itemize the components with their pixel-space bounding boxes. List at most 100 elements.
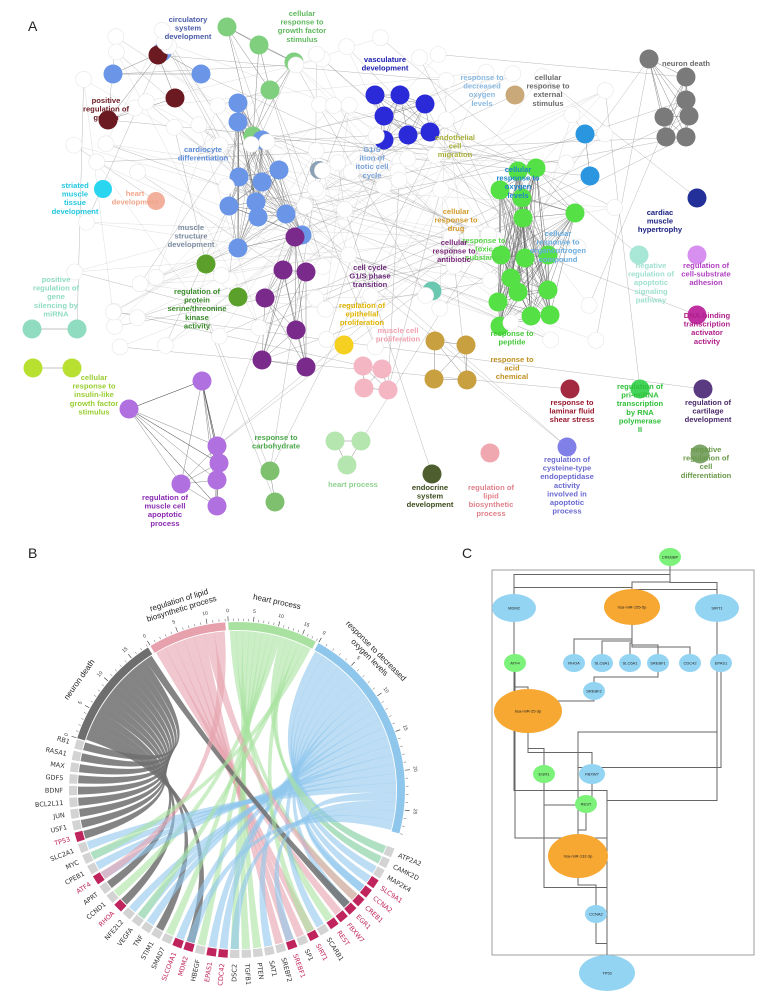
network-node-vasc	[398, 125, 418, 145]
regulatory-node-label: FBXW7	[585, 771, 600, 776]
tick-mark-minor	[389, 715, 392, 717]
tick-mark-minor	[402, 753, 405, 755]
regulatory-node-label: ATF4	[510, 660, 520, 665]
network-edge	[226, 26, 268, 143]
tick-mark-minor	[81, 718, 84, 720]
regulatory-node	[533, 765, 555, 783]
network-edge	[372, 72, 487, 320]
gene-label: TGFB1	[243, 962, 252, 985]
regulatory-node-label: SREBF2	[586, 688, 602, 693]
tick-mark-minor	[110, 674, 113, 677]
network-node-ccg1s	[255, 288, 275, 308]
panel-label-b: B	[28, 545, 38, 561]
tick-mark-minor	[381, 701, 384, 703]
network-edge	[114, 254, 502, 327]
regulatory-node-label: SREBF1	[650, 660, 666, 665]
regulatory-edge	[577, 663, 722, 856]
network-node-cmh	[687, 188, 707, 208]
network-node-mcp	[354, 378, 374, 398]
regulatory-node	[548, 834, 608, 878]
network-node-pgs	[67, 319, 87, 339]
network-edge	[365, 94, 516, 166]
tick-label: 15	[401, 724, 409, 732]
network-node-unlabeled	[364, 311, 381, 329]
gene-label: SREBF1	[291, 953, 307, 979]
gene-arc	[206, 947, 217, 957]
network-node-unlabeled	[338, 38, 355, 55]
network-node-unlabeled	[329, 154, 346, 171]
gene-arc	[82, 852, 94, 864]
chord-ribbon	[90, 645, 311, 860]
regulatory-node	[563, 654, 585, 672]
network-node-unlabeled	[375, 177, 393, 195]
network-node-crilgf	[23, 358, 43, 378]
cluster-label-heartproc: heart process	[328, 480, 378, 489]
network-edge	[226, 26, 254, 137]
gene-label: SREBF2	[279, 957, 293, 983]
network-node-dbt	[687, 305, 707, 325]
regulatory-node	[647, 654, 669, 672]
network-edge	[120, 266, 323, 348]
network-edge	[83, 79, 115, 327]
network-node-vasc	[390, 85, 410, 105]
network-edge	[237, 213, 287, 249]
network-node-neuron	[654, 107, 674, 127]
network-node-ccg1s	[252, 350, 272, 370]
network-edge	[295, 271, 307, 331]
network-edge	[164, 41, 334, 106]
tick-mark-minor	[114, 669, 117, 672]
network-node-nras	[629, 245, 649, 265]
gene-label: USF1	[50, 823, 68, 834]
gene-arc	[122, 907, 135, 920]
network-edge	[499, 189, 576, 214]
network-edge	[128, 408, 182, 485]
network-node-unlabeled	[557, 154, 575, 172]
chord-ribbon	[113, 635, 281, 897]
network-node-unlabeled	[596, 125, 614, 143]
gene-arc	[69, 797, 78, 808]
network-node-unlabeled	[399, 150, 416, 167]
tick-mark-minor	[170, 631, 172, 635]
network-edge	[316, 54, 366, 165]
regulatory-node	[619, 654, 641, 672]
gene-arc	[70, 808, 80, 819]
network-edge	[74, 185, 384, 273]
tick-mark-minor	[159, 636, 161, 640]
gene-arc	[285, 939, 298, 950]
network-edge	[269, 119, 447, 472]
gene-label: PTEN	[255, 962, 265, 980]
gene-arc	[378, 856, 390, 869]
gene-arc	[151, 927, 164, 940]
tick-mark-minor	[402, 825, 405, 827]
gene-label: BCL2L11	[35, 799, 64, 809]
group-arc-2	[228, 622, 316, 649]
network-edge	[229, 150, 317, 281]
network-edge	[221, 236, 296, 276]
network-edge	[128, 408, 218, 447]
network-node-vasc	[420, 122, 440, 142]
tick-label: 5	[77, 700, 84, 706]
network-edge	[261, 236, 296, 361]
tick-mark-minor	[316, 638, 318, 641]
network-node-unlabeled	[366, 338, 384, 356]
tick-mark-minor	[288, 626, 290, 630]
chord-ribbon	[82, 660, 180, 760]
network-edge	[438, 54, 687, 78]
network-node-rpsk	[196, 254, 216, 274]
tick-mark-minor	[119, 664, 122, 667]
network-frame	[491, 569, 755, 956]
network-node-unlabeled	[411, 49, 428, 66]
network-node-unlabeled	[317, 300, 334, 318]
tick-mark-minor	[101, 684, 104, 687]
gene-label: CDC42	[216, 963, 226, 986]
tick-label: 0	[321, 630, 327, 637]
network-node-mcp	[372, 359, 392, 379]
network-edge	[128, 408, 218, 481]
tick-mark	[318, 637, 322, 643]
network-edge	[282, 269, 297, 331]
tick-mark-minor	[372, 687, 375, 690]
